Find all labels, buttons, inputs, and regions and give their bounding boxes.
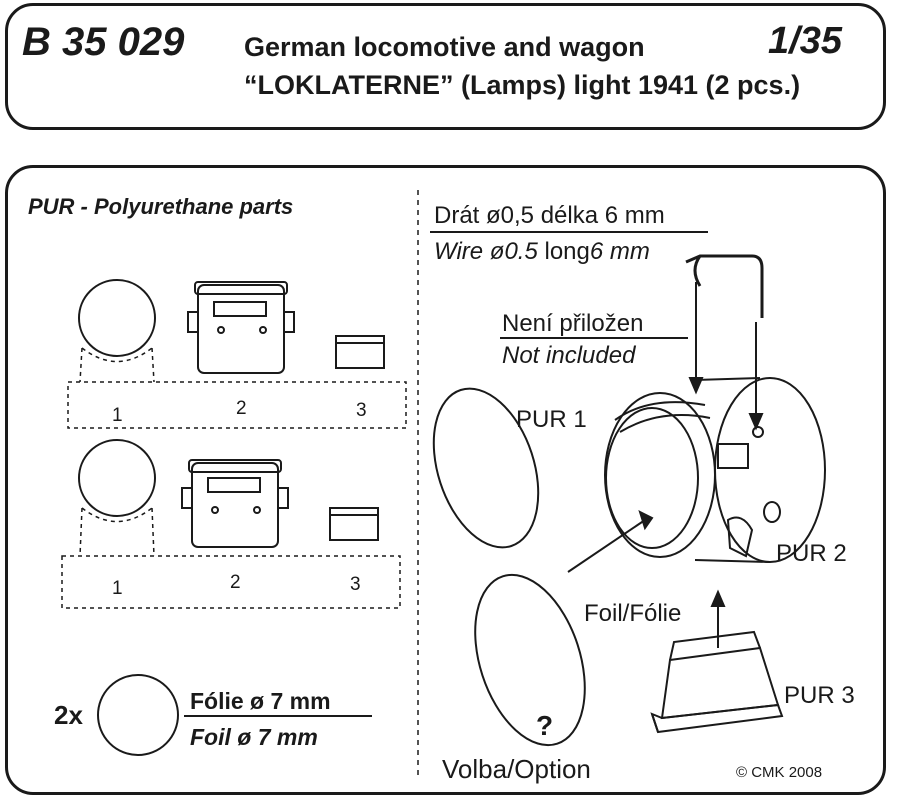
wire-label-en-suffix: 6 mm bbox=[589, 238, 650, 265]
lamp-body bbox=[604, 377, 826, 563]
wire-label-en: Wire ø0.5 long6 mm bbox=[434, 238, 650, 266]
foil-label-cz: Fólie ø 7 mm bbox=[190, 688, 331, 714]
pur1-label: PUR 1 bbox=[516, 406, 587, 433]
scale: 1/35 bbox=[768, 20, 842, 62]
set1-number-2: 2 bbox=[236, 398, 247, 419]
copyright: © CMK 2008 bbox=[736, 764, 823, 781]
parts-set-2 bbox=[61, 439, 401, 609]
set2-number-2: 2 bbox=[230, 572, 241, 593]
set1-number-3: 3 bbox=[356, 400, 367, 421]
foil-callout: Foil/Fólie bbox=[584, 600, 682, 627]
pur2-label: PUR 2 bbox=[776, 540, 847, 567]
foil-label-en: Foil ø 7 mm bbox=[190, 724, 318, 750]
foil-quantity: 2x bbox=[54, 700, 83, 730]
wire-label-en-middle: long bbox=[537, 238, 590, 265]
not-included-en: Not included bbox=[502, 342, 636, 369]
instruction-frame bbox=[5, 165, 886, 795]
pur3-block bbox=[650, 630, 784, 734]
wire-label-cz: Drát ø0,5 délka 6 mm bbox=[434, 202, 665, 229]
product-code: B 35 029 bbox=[22, 20, 185, 64]
title-line-1: German locomotive and wagon bbox=[244, 32, 645, 62]
title-line-2: “LOKLATERNE” (Lamps) light 1941 (2 pcs.) bbox=[244, 70, 801, 100]
set2-number-3: 3 bbox=[350, 574, 361, 595]
pur3-label: PUR 3 bbox=[784, 682, 855, 709]
section-title: PUR - Polyurethane parts bbox=[28, 194, 294, 219]
parts-set-1 bbox=[67, 279, 407, 429]
option-label: Volba/Option bbox=[442, 754, 591, 784]
set1-number-1: 1 bbox=[112, 405, 123, 426]
not-included-cz: Není přiložen bbox=[502, 310, 644, 337]
question-mark: ? bbox=[536, 710, 554, 741]
header-frame bbox=[5, 3, 886, 130]
foil-circle bbox=[97, 674, 179, 756]
wire-label-en-prefix: Wire ø0.5 bbox=[434, 238, 538, 265]
set2-number-1: 1 bbox=[112, 578, 123, 599]
